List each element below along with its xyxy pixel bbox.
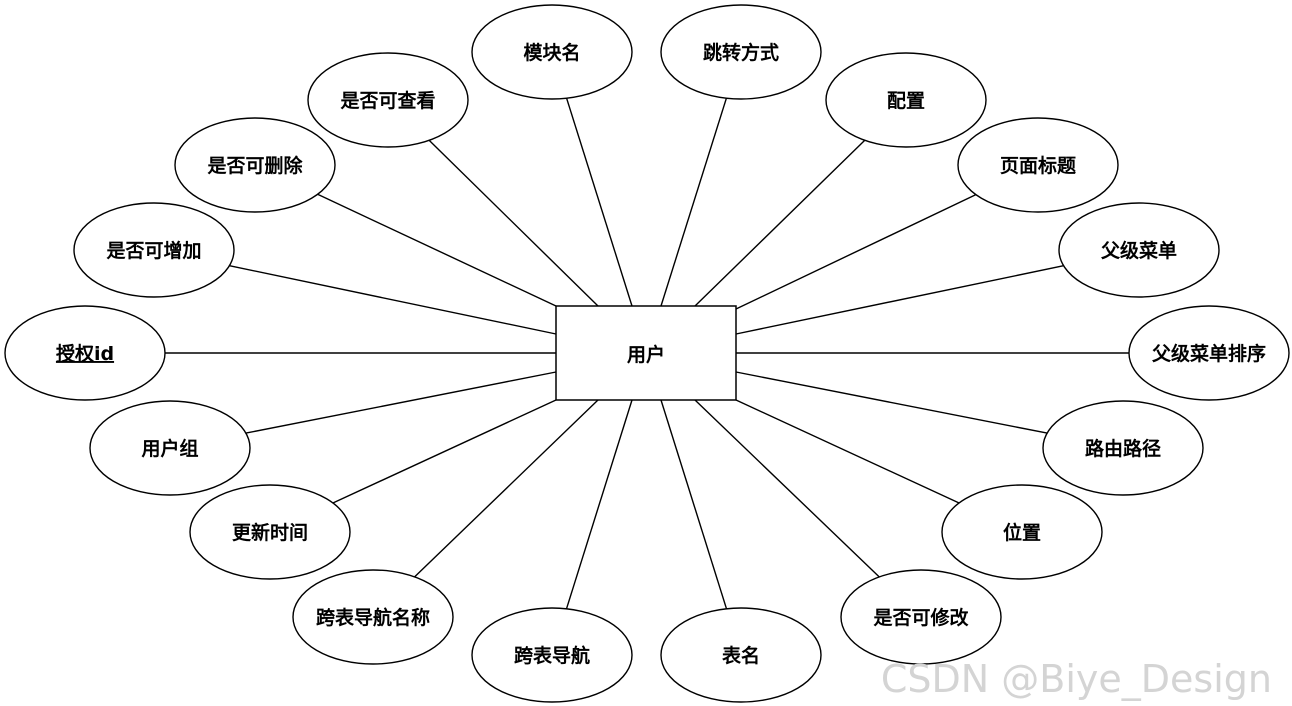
attribute-ellipse: [660, 4, 822, 100]
attribute-node: 父级菜单: [1058, 202, 1220, 298]
attribute-label: 是否可删除: [207, 154, 303, 177]
attribute-node: 跨表导航名称: [292, 569, 454, 665]
connector-line: [229, 265, 557, 335]
attribute-label: 用户组: [141, 437, 198, 460]
attribute-ellipse: [471, 607, 633, 703]
connector-line: [660, 399, 728, 610]
attribute-label: 页面标题: [1000, 155, 1076, 177]
attribute-label: 跨表导航名称: [316, 606, 430, 629]
attribute-label: 是否可查看: [340, 89, 435, 112]
attribute-ellipse: [1058, 202, 1220, 298]
connector-line: [332, 399, 557, 504]
connector-line: [735, 399, 960, 504]
attribute-label: 是否可增加: [106, 239, 201, 262]
attribute-label: 位置: [1003, 521, 1041, 544]
attribute-node: 是否可查看: [307, 52, 469, 148]
attribute-ellipse: [4, 305, 166, 401]
attribute-node: 跳转方式: [660, 4, 822, 100]
attribute-ellipse: [174, 117, 336, 213]
connector-line: [694, 139, 866, 307]
attribute-node: 更新时间: [189, 484, 351, 580]
connector-line: [565, 97, 633, 307]
connector-lines: [165, 97, 1129, 610]
attribute-node: 用户组: [89, 400, 251, 496]
attribute-label: 更新时间: [232, 521, 308, 544]
attribute-node: 表名: [660, 607, 822, 703]
attribute-node: 父级菜单排序: [1128, 305, 1290, 401]
connector-line: [565, 399, 633, 610]
attribute-ellipse: [89, 400, 251, 496]
attribute-ellipse: [825, 52, 987, 148]
attribute-node: 配置: [825, 52, 987, 148]
attribute-ellipse: [941, 484, 1103, 580]
attribute-node: 模块名: [471, 4, 633, 100]
primary-key-label: 授权id: [56, 342, 114, 365]
attribute-label: 路由路径: [1085, 437, 1161, 460]
attribute-ellipse: [73, 202, 235, 298]
connector-line: [735, 265, 1064, 335]
attribute-label: 父级菜单: [1100, 239, 1177, 262]
attribute-node: 页面标题: [957, 117, 1119, 213]
connector-line: [735, 371, 1048, 434]
attribute-label: 表名: [722, 644, 760, 667]
attribute-ellipse: [957, 117, 1119, 213]
connector-line: [660, 97, 728, 307]
attribute-label: 模块名: [523, 41, 580, 64]
connector-line: [735, 193, 977, 310]
connector-line: [245, 371, 557, 434]
attribute-node: 路由路径: [1042, 400, 1204, 496]
watermark: CSDN @Biye_Design: [881, 657, 1272, 701]
attribute-ellipse: [660, 607, 822, 703]
attribute-ellipse: [292, 569, 454, 665]
connector-line: [414, 399, 599, 578]
attribute-node: 授权id: [4, 305, 166, 401]
attribute-label: 配置: [887, 90, 925, 112]
attribute-label: 是否可修改: [873, 606, 969, 629]
entity-box: 用户: [555, 305, 737, 401]
attribute-ellipse: [840, 569, 1002, 665]
attribute-ellipse: [1042, 400, 1204, 496]
attribute-ellipse: [1128, 305, 1290, 401]
connector-line: [694, 399, 880, 578]
attribute-ellipse: [471, 4, 633, 100]
attribute-ellipse: [307, 52, 469, 148]
attribute-label: 跨表导航: [514, 644, 590, 667]
attribute-node: 位置: [941, 484, 1103, 580]
entity-rect: [555, 305, 737, 401]
attribute-ellipse: [189, 484, 351, 580]
attribute-node: 跨表导航: [471, 607, 633, 703]
attribute-label: 父级菜单排序: [1151, 342, 1266, 365]
entity-label: 用户: [627, 343, 665, 366]
connector-line: [317, 193, 557, 307]
attribute-node: 是否可增加: [73, 202, 235, 298]
attribute-node: 是否可修改: [840, 569, 1002, 665]
attribute-label: 跳转方式: [703, 41, 779, 64]
attribute-node: 是否可删除: [174, 117, 336, 213]
connector-line: [428, 139, 599, 307]
